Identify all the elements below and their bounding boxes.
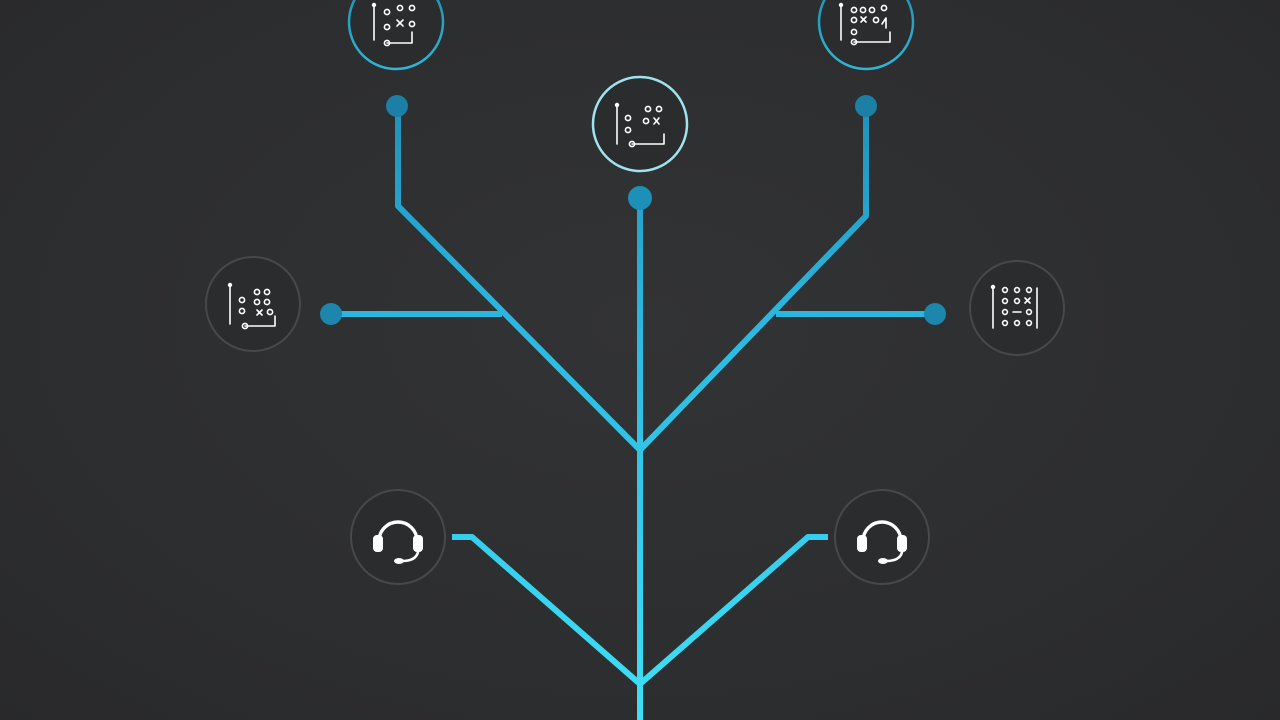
branch-top-left bbox=[395, 106, 643, 453]
junction-dots bbox=[320, 95, 946, 325]
playbook-icon bbox=[227, 282, 276, 330]
junction-dot-top-left bbox=[386, 95, 408, 117]
junction-dot-top-center bbox=[628, 186, 652, 210]
node-playbook-top-center[interactable] bbox=[591, 75, 689, 173]
headset-icon bbox=[373, 520, 423, 564]
node-agent-bottom-left[interactable] bbox=[350, 489, 446, 585]
branch-lines bbox=[332, 106, 934, 720]
node-playbook-mid-left[interactable] bbox=[205, 256, 301, 352]
node-playbook-top-left[interactable] bbox=[347, 0, 445, 71]
junction-dot-mid-right bbox=[924, 303, 946, 325]
playbook-icon bbox=[990, 284, 1038, 329]
branch-bottom-left bbox=[452, 534, 642, 687]
node-playbook-top-right[interactable] bbox=[817, 0, 915, 71]
playbook-icon bbox=[371, 2, 416, 47]
playbook-icon bbox=[838, 2, 891, 46]
branch-bottom-right bbox=[638, 534, 828, 687]
branch-top-right bbox=[637, 106, 869, 453]
playbook-icon bbox=[614, 102, 665, 148]
junction-dot-mid-left bbox=[320, 303, 342, 325]
node-agent-bottom-right[interactable] bbox=[834, 489, 930, 585]
node-playbook-mid-right[interactable] bbox=[969, 260, 1065, 356]
junction-dot-top-right bbox=[855, 95, 877, 117]
headset-icon bbox=[857, 520, 907, 564]
